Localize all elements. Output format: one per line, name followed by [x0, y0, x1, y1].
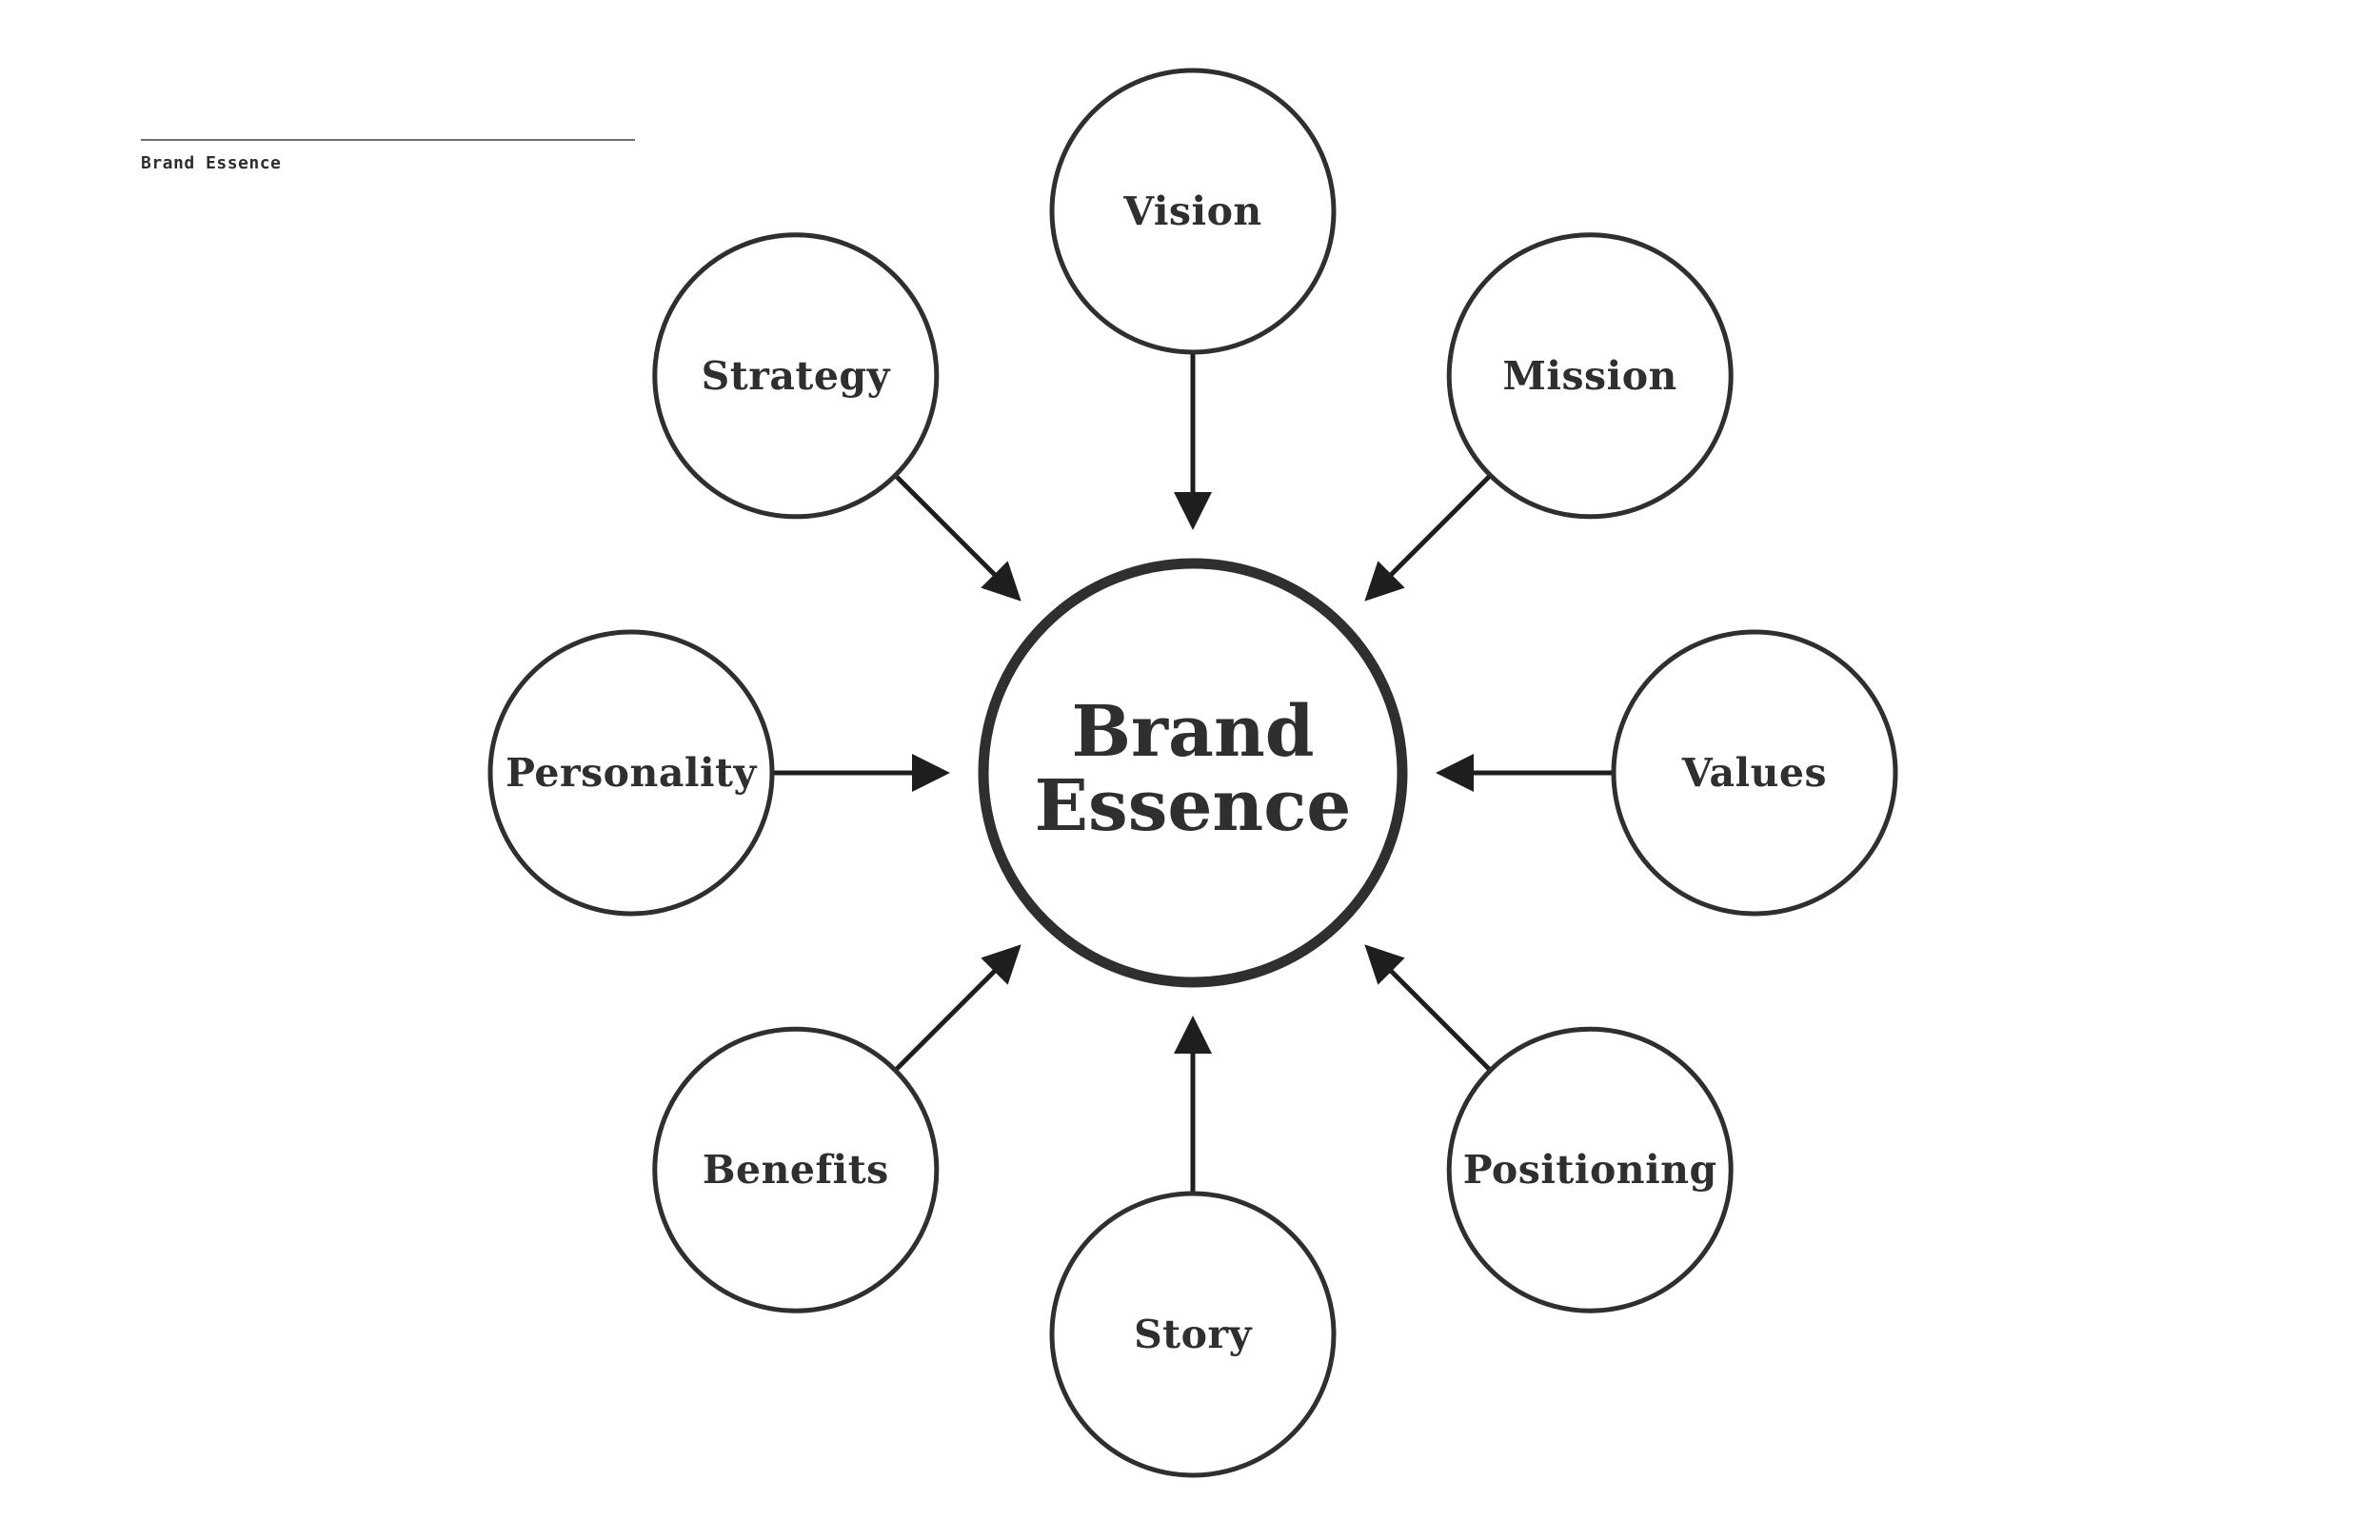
node-story-label: Story — [1134, 1312, 1252, 1357]
center-node[interactable]: Brand Essence — [978, 558, 1408, 988]
node-mission-circle — [1446, 232, 1734, 520]
arrow-positioning-to-center — [1364, 944, 1493, 1073]
node-vision-label: Vision — [1122, 188, 1261, 234]
node-values[interactable]: Values — [1611, 629, 1898, 917]
arrow-benefits-to-center — [893, 944, 1021, 1073]
node-benefits[interactable]: Benefits — [652, 1026, 940, 1313]
header-label: Brand Essence — [141, 153, 282, 173]
node-strategy-label: Strategy — [702, 353, 891, 399]
arrow-strategy-to-center — [893, 473, 1021, 602]
node-positioning-circle — [1446, 1026, 1734, 1313]
header-rule — [141, 139, 635, 141]
node-strategy[interactable]: Strategy — [652, 232, 940, 520]
center-label-line-2: Essence — [1035, 765, 1352, 847]
node-benefits-label: Benefits — [703, 1147, 889, 1193]
connectors-group — [772, 352, 1614, 1194]
arrow-mission-to-center — [1364, 473, 1493, 602]
node-personality-label: Personality — [506, 750, 757, 796]
node-vision-circle — [1049, 68, 1337, 355]
node-positioning-label: Positioning — [1463, 1147, 1717, 1193]
center-label-line-1: Brand — [1071, 691, 1314, 773]
node-strategy-circle — [652, 232, 940, 520]
node-values-circle — [1611, 629, 1898, 917]
node-vision[interactable]: Vision — [1049, 68, 1337, 355]
node-benefits-circle — [652, 1026, 940, 1313]
node-values-label: Values — [1681, 750, 1827, 796]
node-personality-circle — [487, 629, 775, 917]
node-mission[interactable]: Mission — [1446, 232, 1734, 520]
center-circle — [978, 558, 1408, 988]
node-personality[interactable]: Personality — [487, 629, 775, 917]
node-positioning[interactable]: Positioning — [1446, 1026, 1734, 1313]
node-mission-label: Mission — [1503, 353, 1677, 399]
node-story[interactable]: Story — [1049, 1191, 1337, 1478]
node-story-circle — [1049, 1191, 1337, 1478]
